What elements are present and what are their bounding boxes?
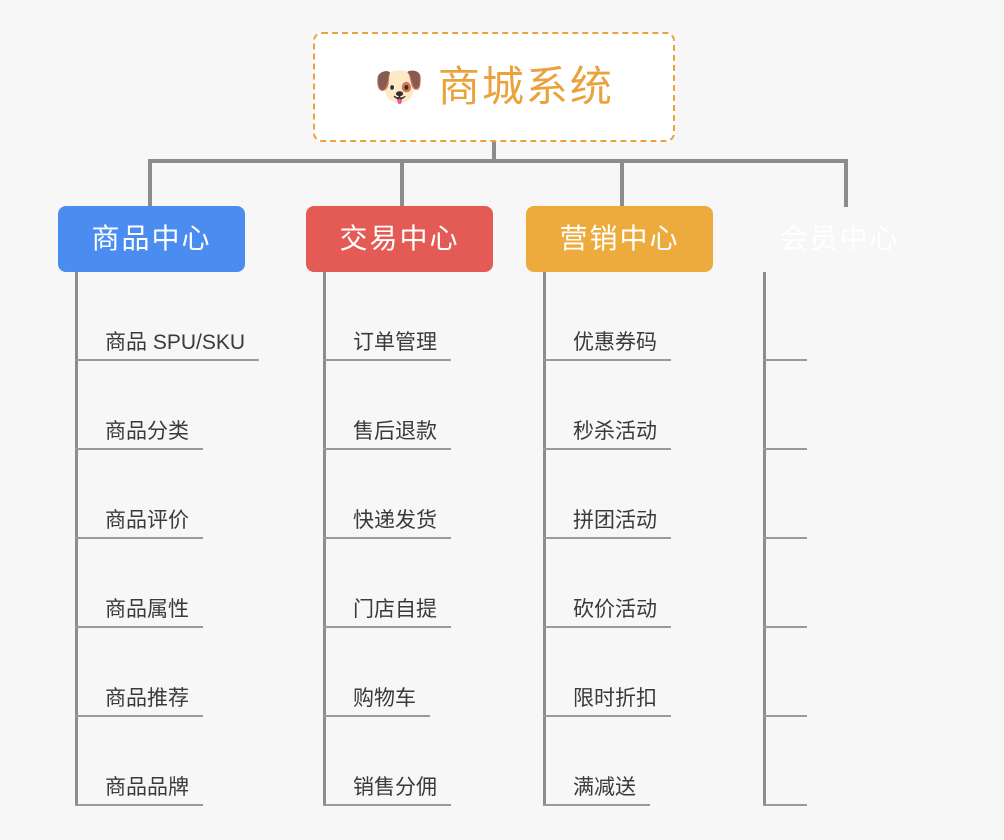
list-item[interactable]: 快递发货: [323, 450, 451, 539]
list-item[interactable]: 商品推荐: [75, 628, 203, 717]
list-item[interactable]: 商品属性: [75, 539, 203, 628]
list-item[interactable]: 订单管理: [323, 272, 451, 361]
list-item[interactable]: 购物车: [323, 628, 430, 717]
connector-drop-4: [844, 159, 848, 207]
list-item[interactable]: 商品品牌: [75, 717, 203, 806]
connector-drop-3: [620, 159, 624, 207]
branch-spine: [763, 272, 766, 806]
connector-bus: [148, 159, 848, 163]
list-item-label: 商品品牌: [105, 775, 189, 799]
root-title: 商城系统: [437, 63, 614, 110]
connector-drop-2: [400, 159, 404, 207]
branch-header-trade-center[interactable]: 交易中心: [306, 206, 493, 272]
list-item[interactable]: [763, 450, 807, 539]
connector-drop-1: [148, 159, 152, 207]
list-item-label: 快递发货: [353, 508, 437, 532]
list-item-label: 限时折扣: [573, 686, 657, 710]
list-item[interactable]: 限时折扣: [543, 628, 671, 717]
shiba-dog-face-icon: 🐶: [374, 65, 424, 109]
list-item[interactable]: 优惠券码: [543, 272, 671, 361]
list-item[interactable]: 门店自提: [323, 539, 451, 628]
list-item[interactable]: [763, 361, 807, 450]
list-item[interactable]: 商品评价: [75, 450, 203, 539]
list-item-label: 售后退款: [353, 419, 437, 443]
list-item[interactable]: 售后退款: [323, 361, 451, 450]
list-item[interactable]: [763, 272, 807, 361]
list-item[interactable]: [763, 628, 807, 717]
list-item[interactable]: 商品 SPU/SKU: [75, 272, 260, 361]
list-item[interactable]: 拼团活动: [543, 450, 671, 539]
list-item[interactable]: 销售分佣: [323, 717, 451, 806]
branch-header-label: 交易中心: [339, 223, 460, 254]
list-item-label: 满减送: [573, 775, 636, 799]
list-item-label: 拼团活动: [573, 508, 657, 532]
branch-spine: [543, 272, 546, 806]
list-item-label: 商品属性: [105, 597, 189, 621]
branch-header-label: 会员中心: [779, 223, 900, 254]
list-item-label: 商品 SPU/SKU: [105, 330, 246, 354]
list-item-label: 订单管理: [353, 330, 437, 354]
list-item[interactable]: [763, 717, 807, 806]
list-item-label: 商品评价: [105, 508, 189, 532]
list-item[interactable]: 满减送: [543, 717, 650, 806]
branch-spine: [75, 272, 78, 806]
list-item-label: 销售分佣: [353, 775, 437, 799]
list-item-label: 秒杀活动: [573, 419, 657, 443]
branch-header-marketing-center[interactable]: 营销中心: [526, 206, 713, 272]
branch-header-label: 营销中心: [559, 223, 680, 254]
branch-header-product-center[interactable]: 商品中心: [58, 206, 245, 272]
root-node[interactable]: 🐶 商城系统: [313, 32, 675, 142]
list-item-label: 门店自提: [353, 597, 437, 621]
list-item[interactable]: [763, 539, 807, 628]
list-item[interactable]: 砍价活动: [543, 539, 671, 628]
list-item-label: 优惠券码: [573, 330, 657, 354]
list-item[interactable]: 秒杀活动: [543, 361, 671, 450]
branch-header-label: 商品中心: [91, 223, 212, 254]
list-item-label: 购物车: [353, 686, 416, 710]
connector-root-stub: [492, 142, 496, 162]
list-item-label: 商品推荐: [105, 686, 189, 710]
branch-header-member-center[interactable]: 会员中心: [746, 206, 933, 272]
branch-spine: [323, 272, 326, 806]
list-item[interactable]: 商品分类: [75, 361, 203, 450]
list-item-label: 商品分类: [105, 419, 189, 443]
list-item-label: 砍价活动: [573, 597, 657, 621]
